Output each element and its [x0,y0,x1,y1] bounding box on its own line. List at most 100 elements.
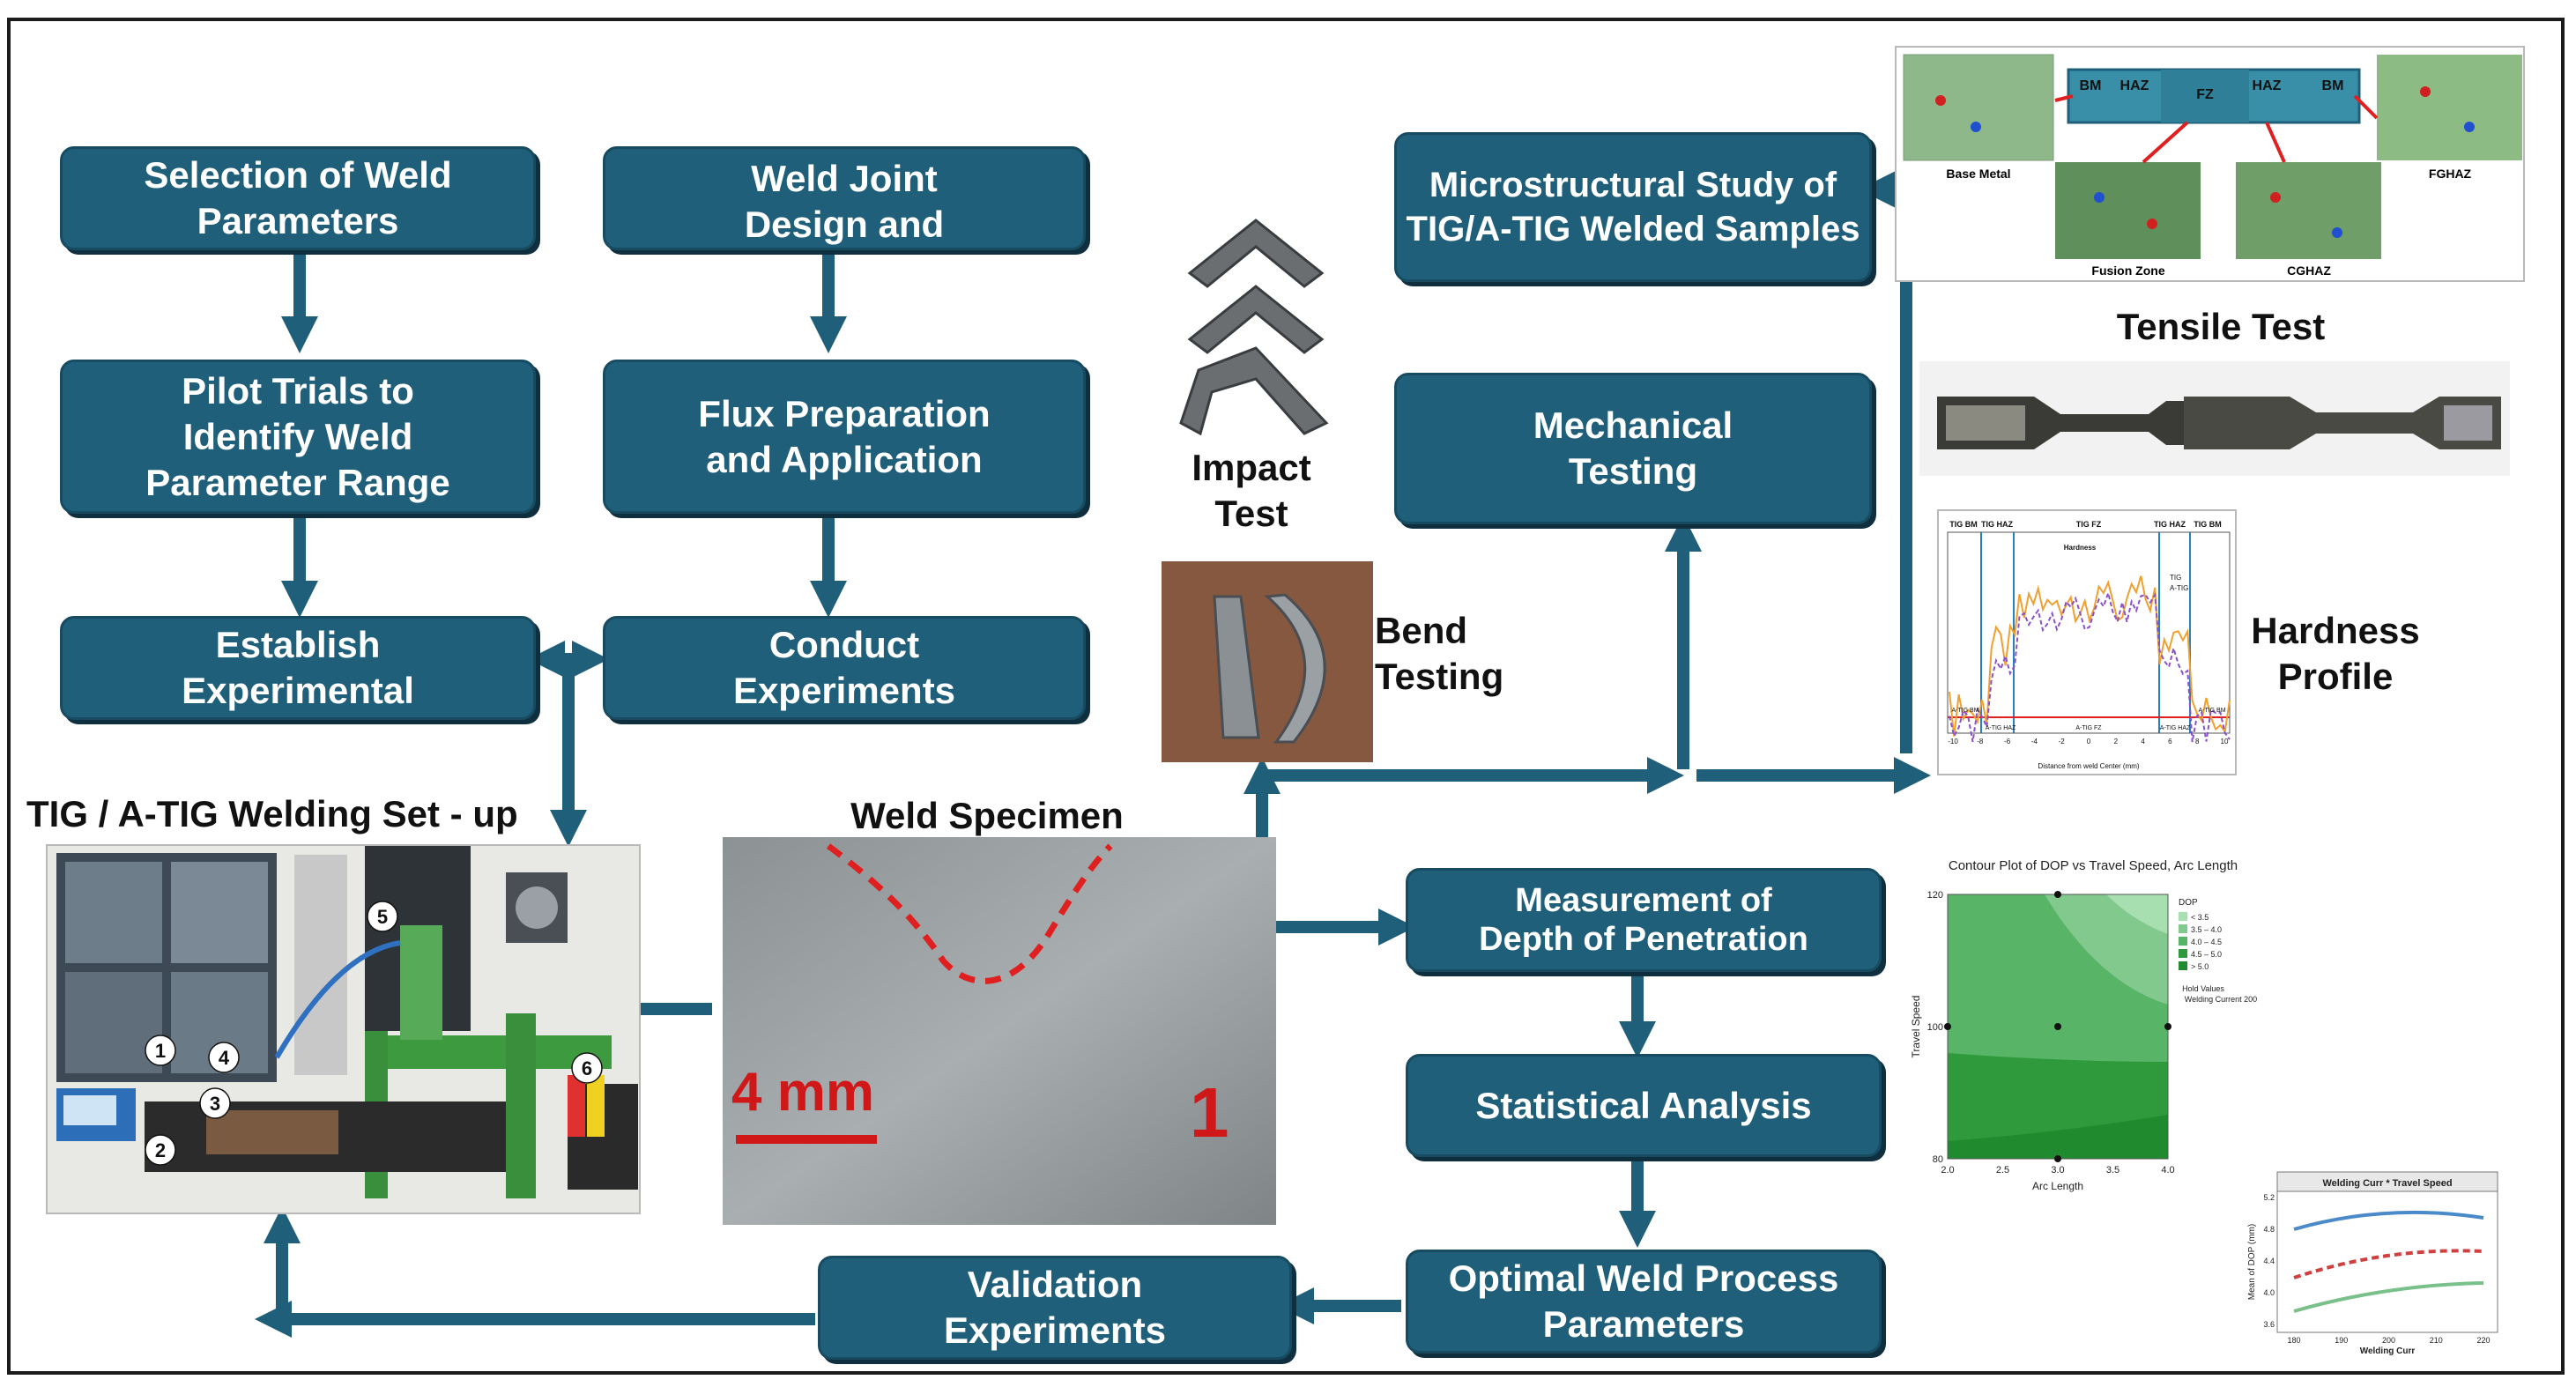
interaction-xtick: 180 [2287,1336,2300,1345]
contour-xtick: 4.0 [2161,1165,2174,1176]
cghaz-label: CGHAZ [2287,263,2331,278]
hardness-xtick: 2 [2114,738,2119,745]
callout-3: 3 [210,1093,220,1115]
interaction-xlabel: Welding Curr [2360,1346,2416,1356]
hardness-xtick: -4 [2031,738,2038,745]
contour-title: Contour Plot of DOP vs Travel Speed, Arc… [1949,858,2238,873]
scale-bar [736,1135,877,1144]
callout-1: 1 [155,1040,166,1062]
contour-legend-swatch [2179,961,2187,970]
interaction-ytick: 4.8 [2263,1225,2275,1234]
scale-label: 4 mm [731,1062,874,1123]
hold-values-text: Welding Current 200 [2185,995,2257,1004]
contour-legend-swatch [2179,949,2187,958]
contour-ylabel: Travel Speed [1910,996,1922,1058]
tensile-label: Tensile Test [2116,306,2326,347]
setup-label: TIG / A-TIG Welding Set - up [26,793,518,834]
hardness-atig-line [1949,575,2231,737]
microstructure-panel: Base Metal BM HAZ FZ HAZ BM FGHAZ Fusion… [1895,46,2525,282]
mechanical-box: Mechanical Testing [1394,373,1872,524]
interaction-title: Welding Curr * Travel Speed [2322,1178,2452,1189]
base-metal-label: Base Metal [1946,167,2010,181]
contour-plot: Contour Plot of DOP vs Travel Speed, Arc… [1904,850,2283,1225]
hz-tig-bm-left: TIG BM [1949,520,1978,529]
hardness-xtick: 10 [2221,738,2229,745]
optimal-box: Optimal Weld Process Parameters [1406,1250,1882,1354]
weld-boundary-dashed [826,843,1113,984]
cghaz-micrograph [2236,162,2381,259]
interaction-ylabel: Mean of DOP (mm) [2247,1224,2257,1301]
impact-label: Impact Test [1191,447,1311,534]
interaction-xtick: 220 [2476,1336,2490,1345]
interaction-xtick: 200 [2382,1336,2395,1345]
specimen-label: Weld Specimen [850,795,1124,836]
hardness-xtick: 0 [2087,738,2091,745]
weld-specimen-image: 4 mm 1 [723,837,1276,1225]
bend-test-photo [1162,561,1373,762]
tensile-specimens [1919,361,2510,476]
establish-box: Establish Experimental [60,616,536,720]
hz-tig-fz: TIG FZ [2076,520,2102,529]
hz-atig-fz: A-TIG FZ [2075,725,2102,731]
hold-values-title: Hold Values [2182,984,2224,993]
fghaz-micrograph [2377,55,2522,160]
depth-box: Measurement of Depth of Penetration [1406,868,1882,972]
hardness-xlabel: Distance from weld Center (mm) [2038,762,2139,770]
strip-bm-left: BM [2080,78,2102,93]
strip-haz-right: HAZ [2253,78,2282,93]
contour-legend-title: DOP [2179,898,2198,908]
contour-legend-item: < 3.5 [2191,913,2209,922]
specimen-number: 1 [1190,1073,1229,1152]
flux-box: Flux Preparation and Application [603,360,1086,514]
bend-label: Bend Testing [1375,610,1504,697]
contour-legend-swatch [2179,924,2187,933]
diagram-frame [7,18,2565,1375]
pilot-box: Pilot Trials to Identify Weld Parameter … [60,360,536,514]
hardness-legend-atig: A-TIG [2170,584,2188,592]
hardness-xtick: -8 [1977,738,1984,745]
interaction-ytick: 3.6 [2263,1320,2275,1329]
conduct-box: Conduct Experiments [603,616,1086,720]
hardness-tig-line [1949,590,2231,743]
strip-haz-left: HAZ [2120,78,2149,93]
hardness-xtick: 4 [2141,738,2145,745]
hardness-xtick: -10 [1948,738,1958,745]
hardness-xtick: 8 [2195,738,2200,745]
interaction-line-mid [2293,1249,2484,1279]
contour-xtick: 3.5 [2106,1165,2119,1176]
hz-tig-haz-left: TIG HAZ [1981,520,2013,529]
hardness-yaxis-label: Hardness [2064,544,2097,552]
interaction-xtick: 210 [2430,1336,2443,1345]
contour-ytick: 100 [1927,1022,1943,1033]
welding-setup-photo: 1 2 3 4 5 6 [46,844,641,1214]
contour-xlabel: Arc Length [2032,1180,2083,1192]
fusion-zone-label: Fusion Zone [2091,263,2164,278]
contour-ytick: 80 [1933,1154,1943,1165]
callout-6: 6 [582,1057,592,1079]
hardness-legend-tig: TIG [2170,574,2181,582]
interaction-line-low [2293,1281,2484,1313]
contour-xtick: 2.5 [1996,1165,2009,1176]
interaction-ytick: 5.2 [2263,1193,2275,1202]
impact-specimens [1179,219,1329,436]
contour-ytick: 120 [1927,890,1943,901]
contour-legend-item: 4.0 – 4.5 [2191,938,2222,946]
callout-4: 4 [219,1047,230,1069]
contour-legend-item: 4.5 – 5.0 [2191,950,2222,959]
callout-2: 2 [155,1139,166,1161]
contour-legend-swatch [2179,937,2187,946]
hz-atig-haz-right: A-TIG HAZ [2160,725,2191,731]
validation-box: Validation Experiments [818,1256,1292,1360]
hardness-xtick: -6 [2004,738,2011,745]
fusion-zone-micrograph [2055,162,2201,259]
hz-tig-haz-right: TIG HAZ [2154,520,2186,529]
joint-design-box: Weld Joint Design and [603,146,1086,250]
hz-tig-bm-right: TIG BM [2194,520,2222,529]
contour-xtick: 3.0 [2051,1165,2064,1176]
hz-atig-bm-right: A-TIG BM [2198,708,2225,714]
hardness-xtick: -2 [2059,738,2066,745]
microstructural-box: Microstructural Study of TIG/A-TIG Welde… [1394,132,1872,282]
callout-5: 5 [377,906,388,928]
strip-fz: FZ [2196,87,2214,102]
